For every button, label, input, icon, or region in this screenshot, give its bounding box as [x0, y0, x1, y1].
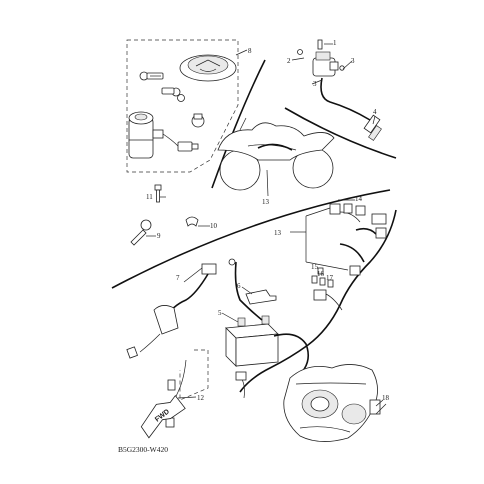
callout-1: 1 — [333, 39, 337, 47]
callout-labels: 1 2 3 3 4 5 6 7 8 9 10 11 12 13 13 14 15… — [146, 39, 390, 402]
callout-4: 4 — [373, 108, 377, 116]
callout-17: 17 — [326, 274, 334, 282]
key-blank-part — [130, 219, 152, 246]
callout-13-harness: 13 — [274, 229, 282, 237]
callout-6: 6 — [237, 282, 241, 290]
callout-15: 15 — [311, 263, 319, 271]
callout-13-top: 13 — [262, 198, 270, 206]
callout-14: 14 — [355, 195, 363, 203]
wire-harness-part — [239, 203, 397, 393]
engine-sketch — [283, 364, 387, 442]
drawing-code: B5G2300-W420 — [118, 445, 168, 454]
motorcycle-silhouette — [217, 117, 335, 191]
starter-relay-group — [297, 39, 382, 141]
main-switch-part — [128, 111, 205, 159]
screw-part — [154, 184, 162, 203]
battery-part — [225, 315, 279, 367]
callout-5: 5 — [218, 309, 222, 317]
callout-10: 10 — [210, 222, 218, 230]
clip-part — [185, 216, 199, 227]
callout-12: 12 — [197, 394, 205, 402]
callout-3-second: 3 — [313, 80, 317, 88]
fuel-cap-part — [179, 54, 237, 82]
callout-7: 7 — [176, 274, 180, 282]
section-dividers — [111, 59, 397, 289]
sub-lead-part — [126, 258, 310, 373]
callout-3: 3 — [351, 57, 355, 65]
callout-16: 16 — [317, 270, 325, 278]
main-switch-kit-group — [126, 39, 239, 203]
key-part — [139, 71, 185, 102]
callout-11: 11 — [146, 193, 153, 201]
callout-8: 8 — [248, 47, 252, 55]
forward-arrow-icon: FWD — [140, 395, 186, 439]
callout-18: 18 — [382, 394, 390, 402]
battery-band-part — [245, 289, 277, 305]
callout-9: 9 — [157, 232, 161, 240]
callout-2: 2 — [287, 57, 291, 65]
leader-lines — [146, 43, 384, 407]
